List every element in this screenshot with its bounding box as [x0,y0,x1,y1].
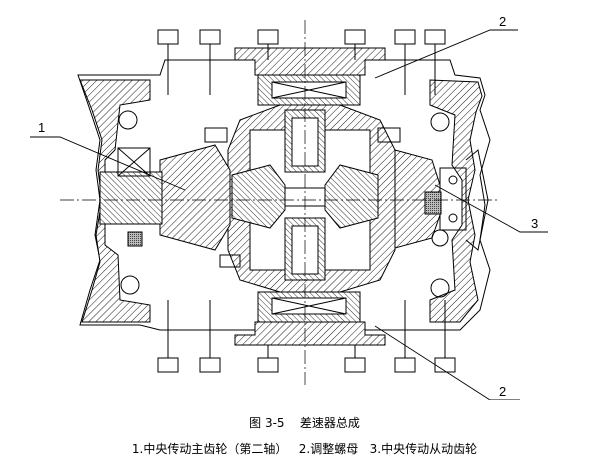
bottom-left-bolt-head [219,254,241,268]
top-left-bolt-head [204,127,228,143]
bottom-adjusting-nut [257,291,361,323]
pinion-nut [127,231,143,247]
leader-line-2-bottom [374,325,520,400]
top-housing-block [234,47,386,76]
pinion-shaft [99,171,163,225]
top-adjusting-nut [257,74,361,106]
figure-caption: 图 3-5 差速器总成 [249,416,360,430]
left-upper-bolt-circle [118,110,138,130]
figure-legend: 1.中央传动主齿轮（第二轴） 2.调整螺母 3.中央传动从动齿轮 [131,442,478,456]
callout-2-bottom: 2 [499,384,506,399]
left-planet-gear [231,164,286,229]
differential-assembly-drawing: 1 2 3 2 [30,14,548,400]
callout-2-top: 2 [499,14,506,29]
left-housing-wall [79,79,151,323]
top-right-bolt-head [377,127,401,143]
right-nut [424,191,442,215]
leader-line-3 [434,184,548,233]
leader-line-2-top [374,29,518,79]
right-planet-gear [324,164,379,229]
callout-1: 1 [38,120,45,135]
leader-line-1 [30,136,186,191]
main-drive-pinion [159,144,231,251]
right-housing-wall [429,79,483,323]
right-mid-bolt-circle [431,229,449,247]
left-lower-bolt-circle [120,275,140,295]
bottom-housing-block [234,321,386,346]
housing-outline [77,59,491,331]
right-lower-bolt-circle [430,278,450,298]
callout-3: 3 [531,216,538,231]
right-upper-bolt-circle [430,112,450,132]
